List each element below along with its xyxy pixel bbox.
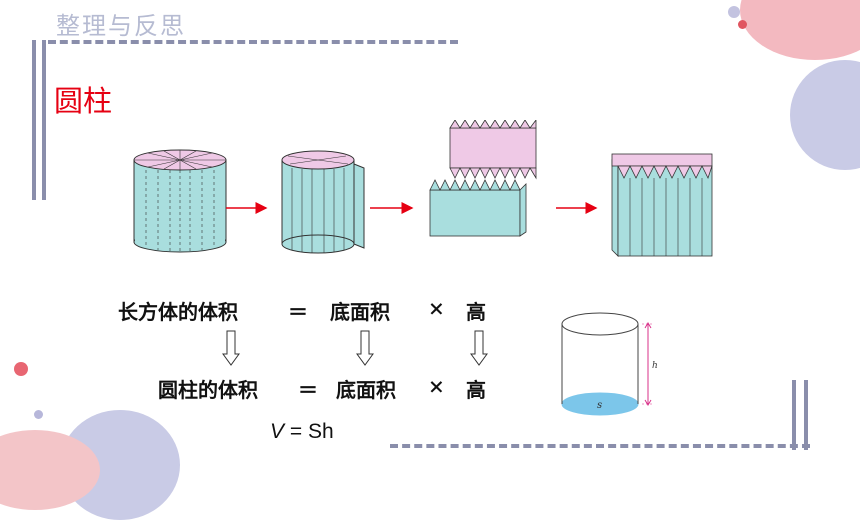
volume-symbol: V xyxy=(270,420,285,443)
frame-bar-right-1 xyxy=(792,380,796,450)
cuboid-equals-sign: ＝ xyxy=(288,300,308,324)
decor-dot-purple xyxy=(728,6,740,18)
cylinder-to-cuboid-illustration xyxy=(133,120,598,254)
cylinder-times-sign: × xyxy=(428,374,445,398)
base-label: s xyxy=(597,400,602,411)
decor-dot-red-left xyxy=(14,362,28,376)
frame-bar-right-2 xyxy=(804,380,808,450)
cylinder-volume-label: 圆柱的体积 xyxy=(158,378,258,402)
volume-formula-symbolic: V = Sh xyxy=(270,420,334,444)
decor-blob-top-right xyxy=(740,0,860,60)
decor-dot-red xyxy=(738,20,747,29)
cuboid-height-label: 高 xyxy=(466,300,486,324)
cylinder-equals-sign: ＝ xyxy=(298,378,318,402)
volume-formula-rest: = Sh xyxy=(284,420,334,443)
decor-blob-right-purple xyxy=(790,60,860,170)
page-title: 整理与反思 xyxy=(56,12,186,40)
cylinder-diagram: h s xyxy=(556,304,660,424)
cylinder-opening-icon xyxy=(281,150,365,254)
cuboid-base-area-label: 底面积 xyxy=(330,300,390,324)
cuboid-result-icon xyxy=(611,153,713,257)
cylinder-base-area-label: 底面积 xyxy=(336,378,396,402)
height-label: h xyxy=(652,361,658,371)
frame-bar-left-2 xyxy=(42,40,46,200)
divider-bottom xyxy=(390,444,810,448)
frame-bar-left-1 xyxy=(32,40,36,200)
decor-dot-purple-left xyxy=(34,410,43,419)
down-arrow-1-icon xyxy=(222,330,240,366)
cylinder-sliced-icon xyxy=(133,149,227,253)
cylinder-height-label: 高 xyxy=(466,378,486,402)
down-arrow-2-icon xyxy=(356,330,374,366)
cuboid-times-sign: × xyxy=(428,296,445,320)
divider-top xyxy=(48,40,458,44)
split-halves-icon xyxy=(429,120,537,237)
section-subtitle: 圆柱 xyxy=(54,84,113,118)
cuboid-volume-label: 长方体的体积 xyxy=(118,300,238,324)
down-arrow-3-icon xyxy=(470,330,488,366)
